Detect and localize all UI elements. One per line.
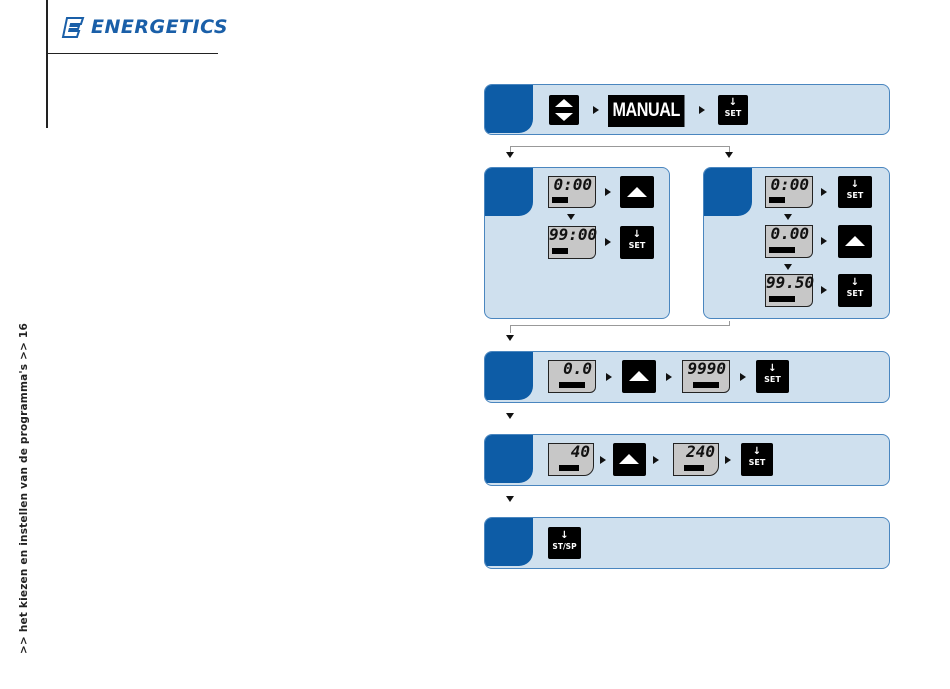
arrow-down-icon (506, 152, 514, 158)
set-button[interactable]: ↓ SET (756, 360, 789, 393)
step3-tab (485, 352, 533, 400)
connector-line (510, 325, 511, 333)
arrow-right-icon (821, 237, 827, 245)
step3-panel: 0.0 9990 ↓ SET (484, 351, 890, 403)
step2a-tab (485, 168, 533, 216)
set-button[interactable]: ↓ SET (741, 443, 773, 476)
set-button[interactable]: ↓ SET (620, 226, 654, 259)
arrow-right-icon (725, 456, 731, 464)
arrow-right-icon (606, 373, 612, 381)
step2b-tab (704, 168, 752, 216)
step1-panel: MANUAL ↓ SET (484, 84, 890, 135)
arrow-down-icon (506, 413, 514, 419)
value-display: 0.0 (548, 360, 596, 393)
set-button[interactable]: ↓ SET (838, 274, 872, 307)
arrow-down-icon (784, 264, 792, 270)
margin-rule (46, 0, 48, 128)
value-display: 40 (548, 443, 594, 476)
time-display: 99:00 (548, 226, 596, 259)
up-arrow-icon (619, 454, 639, 464)
set-button-label: SET (620, 241, 654, 250)
set-button-label: SET (741, 458, 773, 467)
value-display: 9990 (682, 360, 730, 393)
arrow-right-icon (593, 106, 599, 114)
manual-display: MANUAL (608, 95, 685, 127)
value-display: 240 (673, 443, 719, 476)
up-arrow-icon (629, 371, 649, 381)
set-button-label: SET (718, 109, 748, 118)
arrow-right-icon (699, 106, 705, 114)
energetics-logo-icon (61, 16, 85, 38)
value-display: 99.50 (765, 274, 813, 307)
connector-line (729, 321, 730, 326)
arrow-right-icon (653, 456, 659, 464)
brand-logo: ENERGETICS (61, 14, 228, 40)
step5-panel: ↓ ST/SP (484, 517, 890, 569)
up-down-button[interactable] (549, 95, 579, 125)
arrow-right-icon (600, 456, 606, 464)
step4-tab (485, 435, 533, 483)
value-display: 0.00 (765, 225, 813, 258)
set-button-label: SET (838, 289, 872, 298)
set-button[interactable]: ↓ SET (718, 95, 748, 125)
start-stop-label: ST/SP (548, 542, 581, 551)
time-display: 0:00 (548, 176, 596, 208)
arrow-right-icon (740, 373, 746, 381)
set-button[interactable]: ↓ SET (838, 176, 872, 208)
arrow-down-icon (567, 214, 575, 220)
arrow-right-icon (605, 238, 611, 246)
arrow-right-icon (821, 286, 827, 294)
connector-line (510, 325, 730, 326)
arrow-down-icon (725, 152, 733, 158)
up-button[interactable] (620, 176, 654, 208)
up-down-arrow-icon (549, 95, 579, 125)
step2a-panel: 0:00 99:00 ↓ SET (484, 167, 670, 319)
step2b-panel: 0:00 ↓ SET 0.00 99.50 ↓ SET (703, 167, 890, 319)
set-button-label: SET (756, 375, 789, 384)
arrow-down-icon (506, 335, 514, 341)
up-arrow-icon (627, 187, 647, 197)
arrow-right-icon (821, 188, 827, 196)
connector-line (510, 146, 730, 147)
up-arrow-icon (845, 236, 865, 246)
step1-tab (485, 85, 533, 133)
side-caption: >> het kiezen en instellen van de progra… (18, 323, 30, 654)
up-button[interactable] (622, 360, 656, 393)
arrow-right-icon (605, 188, 611, 196)
arrow-right-icon (666, 373, 672, 381)
up-button[interactable] (613, 443, 646, 476)
time-display: 0:00 (765, 176, 813, 208)
arrow-down-icon (506, 496, 514, 502)
brand-name: ENERGETICS (91, 16, 228, 38)
header-rule (48, 53, 218, 54)
up-button[interactable] (838, 225, 872, 258)
arrow-down-icon (784, 214, 792, 220)
start-stop-button[interactable]: ↓ ST/SP (548, 527, 581, 559)
set-button-label: SET (838, 191, 872, 200)
step4-panel: 40 240 ↓ SET (484, 434, 890, 486)
step5-tab (485, 518, 533, 566)
